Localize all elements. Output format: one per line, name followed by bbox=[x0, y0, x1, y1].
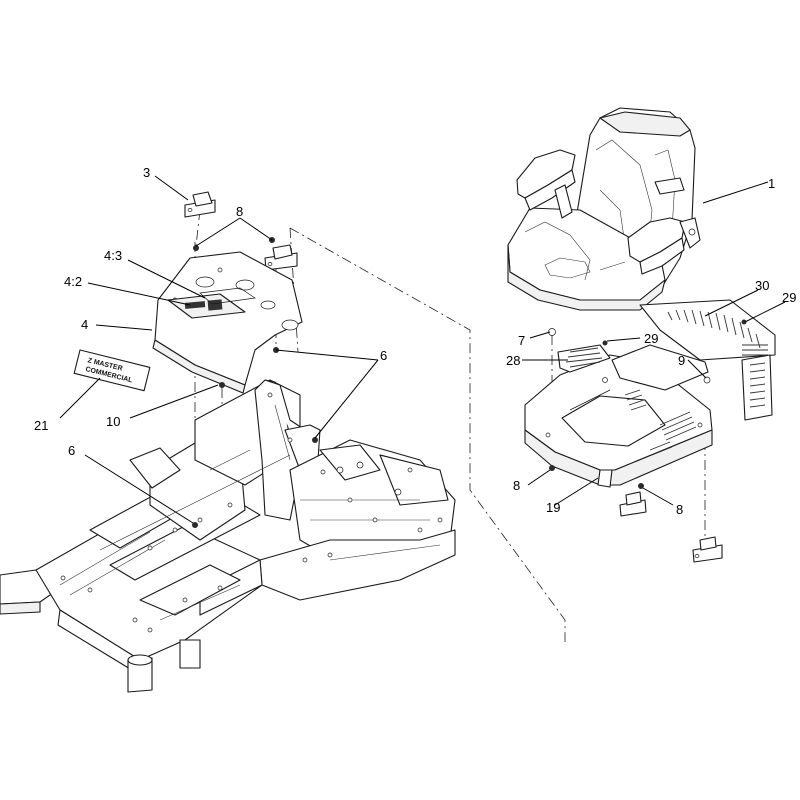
rubber-mount-item3 bbox=[184, 191, 216, 218]
rubber-mount-top-right bbox=[264, 244, 298, 271]
rubber-mount-seat-right bbox=[692, 536, 723, 563]
side-vent-plate bbox=[639, 299, 776, 421]
small-slotted-plate bbox=[557, 344, 611, 373]
callout-6-right: 6 bbox=[380, 348, 387, 363]
callout-3: 3 bbox=[143, 165, 150, 180]
seat-assembly bbox=[507, 107, 701, 311]
callout-8-left: 8 bbox=[513, 478, 520, 493]
seat-pan-vents bbox=[624, 389, 697, 456]
callout-19: 19 bbox=[546, 500, 560, 515]
callout-30: 30 bbox=[755, 278, 769, 293]
callout-4-3: 4:3 bbox=[104, 248, 122, 263]
callout-29-mid: 29 bbox=[644, 331, 658, 346]
callout-29-right: 29 bbox=[782, 290, 796, 305]
side-plate-slots bbox=[667, 309, 768, 356]
leader-lines bbox=[59, 175, 786, 524]
callout-labels: 3 8 4:3 4:2 4 21 10 6 6 1 30 29 29 7 28 … bbox=[34, 165, 796, 517]
callout-21: 21 bbox=[34, 418, 48, 433]
callout-8-right: 8 bbox=[676, 502, 683, 517]
callout-1: 1 bbox=[768, 176, 775, 191]
rubber-mount-seat-left bbox=[619, 491, 647, 517]
callout-6-left: 6 bbox=[68, 443, 75, 458]
mower-frame bbox=[0, 379, 456, 693]
callout-9: 9 bbox=[678, 353, 685, 368]
console-cover bbox=[152, 251, 303, 394]
callout-10: 10 bbox=[106, 414, 120, 429]
callout-4-2: 4:2 bbox=[64, 274, 82, 289]
callout-7: 7 bbox=[518, 333, 525, 348]
logo-decal: Z MASTER COMMERCIAL bbox=[73, 349, 151, 392]
callout-4: 4 bbox=[81, 317, 88, 332]
seat-pan bbox=[524, 344, 713, 488]
callout-8-top: 8 bbox=[236, 204, 243, 219]
callout-28: 28 bbox=[506, 353, 520, 368]
